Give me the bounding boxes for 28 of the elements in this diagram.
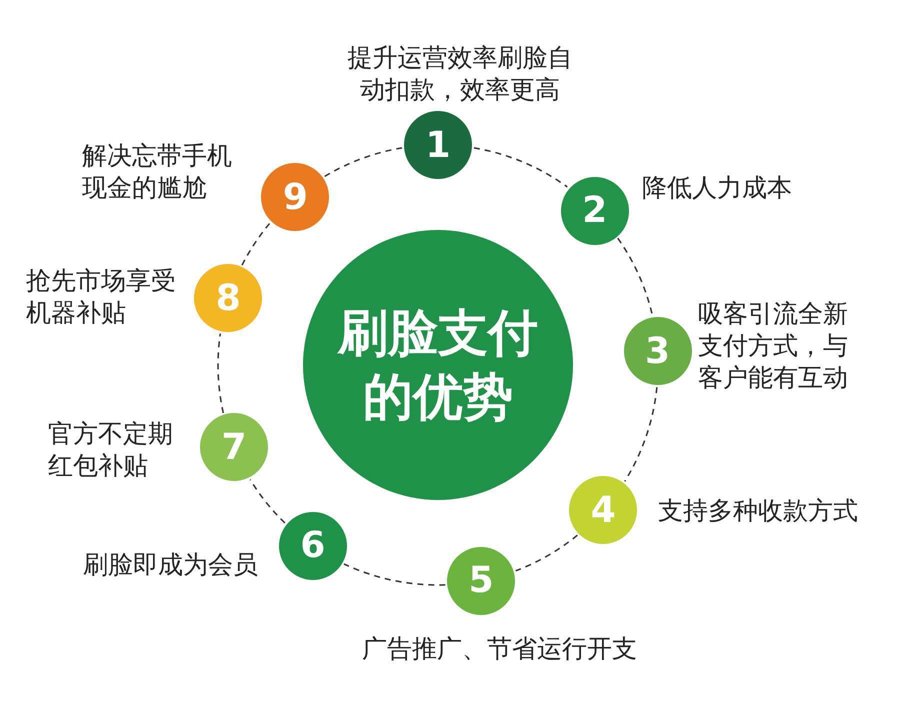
dashed-arc	[624, 387, 658, 482]
number-circle: 7	[200, 413, 268, 482]
number-circle: 3	[624, 317, 692, 386]
number-circle: 2	[560, 176, 629, 245]
caption-text: 吸客引流全新支付方式，与客户能有互动	[698, 298, 849, 394]
dashed-arc	[250, 479, 286, 524]
caption-text: 广告推广、节省运行开支	[362, 633, 638, 665]
dashed-arc	[241, 222, 271, 266]
caption-text: 刷脸即成为会员	[82, 549, 258, 581]
number-circle: 1	[404, 111, 472, 179]
dashed-arc	[344, 563, 446, 586]
dashed-arc	[617, 238, 654, 316]
dashed-arc	[515, 534, 578, 572]
number-circle: 5	[447, 546, 516, 615]
number-circle: 8	[194, 264, 262, 332]
number-circle: 9	[261, 163, 330, 232]
caption-text: 官方不定期红包补贴	[48, 418, 174, 482]
caption-text: 抢先市场享受机器补贴	[26, 265, 177, 329]
dashed-arc	[324, 147, 402, 178]
number-circle: 4	[569, 476, 638, 544]
dashed-arc	[474, 147, 568, 188]
caption-text: 提升运营效率刷脸自动扣款，效率更高	[346, 42, 574, 106]
dashed-arc	[217, 334, 224, 414]
number-circle: 6	[278, 512, 347, 580]
caption-text: 降低人力成本	[642, 172, 793, 204]
caption-text: 解决忘带手机现金的尴尬	[82, 140, 233, 204]
caption-text: 支持多种收款方式	[658, 495, 859, 527]
title-circle: 刷脸支付的优势	[303, 230, 573, 500]
